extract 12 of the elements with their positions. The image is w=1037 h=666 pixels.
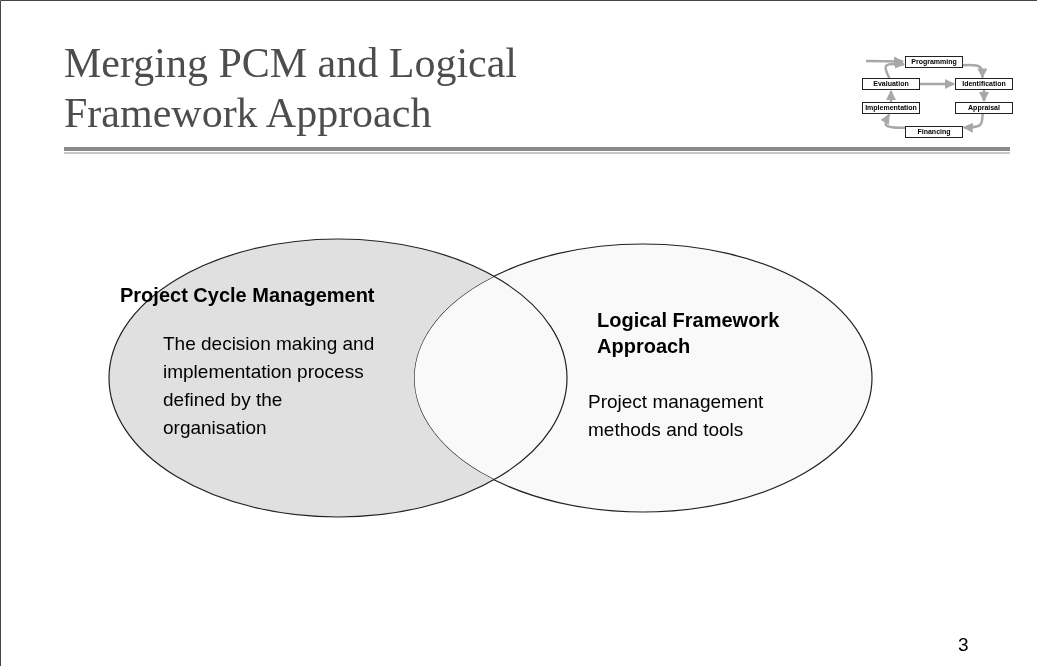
slide-title: Merging PCM and Logical Framework Approach xyxy=(64,39,519,138)
cycle-arrow xyxy=(962,63,988,79)
ellipse-description: Project management methods and tools xyxy=(588,390,765,442)
cycle-arrow xyxy=(920,79,955,89)
cycle-arrow xyxy=(886,90,896,102)
cycle-arrow xyxy=(866,56,905,67)
ellipse-heading: Logical Framework Approach xyxy=(597,308,781,359)
cycle-arrow xyxy=(880,113,905,129)
cycle-arrow xyxy=(962,113,984,133)
cycle-arrow xyxy=(979,90,989,102)
ellipse-description: The decision making and implementation process defined by the organisation xyxy=(163,332,376,440)
page-number: 3 xyxy=(958,634,969,656)
